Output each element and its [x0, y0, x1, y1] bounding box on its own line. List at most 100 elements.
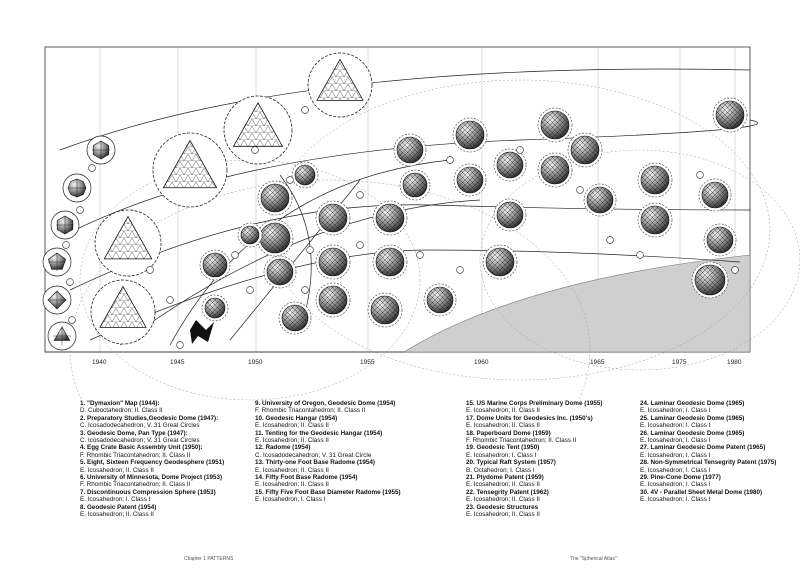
legend-entry: 15. Fifty Five Foot Base Diameter Radome… [255, 489, 415, 504]
legend-entry-title: 13. Thirty-one Foot Base Radome (1954) [255, 459, 376, 467]
legend-entry-title: 5. Eight, Sixteen Frequency Geodesphere … [80, 459, 225, 467]
legend-entry: 6. University of Minnesota, Dome Project… [80, 474, 240, 489]
legend-entry: 10. Geodesic Hangar (1954)E. Icosahedron… [255, 415, 415, 430]
footer-title: The "Spherical Atlas" [570, 556, 617, 562]
legend-entry: 13. Thirty-one Foot Base Radome (1954)E.… [255, 459, 415, 474]
legend-entry-classification: F. Rhombic Triacontahedron; II. Class II [80, 451, 191, 459]
legend-entry-classification: F. Rhombic Triacontahedron; II. Class II [80, 481, 191, 489]
dome-mesh [319, 248, 347, 276]
timeline-node [301, 286, 309, 294]
legend-entry: 9. University of Oregon, Geodesic Dome (… [255, 400, 415, 415]
year-label: 1965 [590, 359, 605, 366]
legend-entry-classification: C. Icosadodecahedron; V. 31 Great Circle… [80, 437, 200, 445]
triangle-grid [232, 101, 284, 147]
dome-mesh [541, 156, 569, 184]
legend-entry-title: 23. Geodesic Structures [466, 503, 539, 511]
dome-mesh [707, 227, 733, 253]
dome-mesh [371, 296, 399, 324]
legend-entry-title: 18. Paperboard Dome (1959) [466, 429, 551, 437]
dome-mesh [241, 226, 259, 244]
dome-mesh [295, 165, 315, 185]
legend-entry-classification: E. Icosahedron; I. Class I [640, 437, 711, 445]
timeline-node [356, 191, 364, 199]
gray-sphere-segment [402, 254, 751, 353]
timeline-node [636, 251, 644, 259]
year-label: 1975 [672, 359, 687, 366]
legend-entry-classification: E. Icosahedron; I. Class I [466, 451, 537, 459]
legend-entry-classification: B. Octahedron; I. Class I [466, 466, 535, 474]
timeline-node [356, 241, 364, 249]
timeline-node [731, 266, 739, 274]
legend-entry-classification: E. Icosahedron; II. Class II [466, 407, 540, 415]
legend-column-4: 24. Laminar Geodesic Dome (1965)E. Icosa… [640, 400, 800, 504]
dome-mesh [702, 182, 728, 208]
legend-entry: 7. Discontinuous Compression Sphere (195… [80, 489, 240, 504]
legend-entry-classification: E. Icosahedron; II. Class II [466, 422, 540, 430]
legend-entry-classification: E. Icosahedron; II. Class II [255, 437, 329, 445]
numbered-nodes [62, 106, 739, 349]
legend-entry-title: 10. Geodesic Hangar (1954) [255, 414, 338, 422]
legend-entry: 12. Radome (1954)C. Icosadodecahedron; V… [255, 444, 415, 459]
legend-entry: 20. Typical Raft System (1957)B. Octahed… [466, 459, 626, 474]
timeline-node [416, 251, 424, 259]
triangle-grid [316, 58, 364, 101]
year-label: 1980 [727, 359, 742, 366]
legend-entry: 25. Laminar Geodesic Dome (1965)E. Icosa… [640, 415, 800, 430]
legend-entry: 19. Geodesic Tent (1950)E. Icosahedron; … [466, 444, 626, 459]
legend-entry-title: 28. Non-Symmetrical Tensegrity Patent (1… [640, 459, 777, 467]
legend-entry-title: 30. 4V - Parallel Sheet Metal Dome (1980… [640, 488, 763, 496]
legend-entry: 5. Eight, Sixteen Frequency Geodesphere … [80, 459, 240, 474]
dome-mesh [486, 248, 514, 276]
year-label: 1945 [170, 359, 185, 366]
timeline-node [301, 106, 309, 114]
legend-entry: 4. Egg Crate Basic Assembly Unit (1950):… [80, 444, 240, 459]
dome-mesh [205, 298, 225, 318]
legend-entry-classification: C. Icosadodecahedron; V. 31 Great Circle [255, 451, 372, 459]
timeline-node [146, 266, 154, 274]
legend-entry-title: 27. Laminar Geodesic Dome Patent (1965) [640, 444, 766, 452]
timeline-node [76, 206, 84, 214]
legend-entry-title: 8. Geodesic Patent (1954) [80, 503, 157, 511]
dome-mesh [319, 204, 347, 232]
legend-entry: 22. Tensegrity Patent (1962)E. Icosahedr… [466, 489, 626, 504]
legend-entry: 11. Tenting for the Geodesic Hangar (195… [255, 430, 415, 445]
legend-entry-classification: D. Cuboctahedron; II. Class II [80, 407, 163, 415]
legend-entry-title: 15. Fifty Five Foot Base Diameter Radome… [255, 488, 401, 496]
triangle-grid-circles [90, 52, 373, 345]
dome-mesh [571, 136, 599, 164]
legend-entry-classification: E. Icosahedron; I. Class I [640, 481, 711, 489]
timeline-node [62, 241, 70, 249]
legend-entry-classification: E. Icosahedron; II. Class II [80, 511, 154, 519]
dome-mesh [456, 121, 484, 149]
triangle-grid [162, 139, 218, 189]
dome-mesh [203, 253, 227, 277]
timeline-node [251, 146, 259, 154]
polyhedra-column [42, 135, 116, 351]
legend-entry: 8. Geodesic Patent (1954)E. Icosahedron;… [80, 504, 240, 519]
legend-entry-classification: E. Icosahedron; I. Class I [640, 422, 711, 430]
legend-entry-title: 22. Tensegrity Patent (1962) [466, 488, 549, 496]
legend-entry-title: 4. Egg Crate Basic Assembly Unit (1950): [80, 444, 203, 452]
legend-entry-classification: E. Icosahedron; II. Class II [255, 481, 329, 489]
legend-entry-title: 7. Discontinuous Compression Sphere (195… [80, 488, 216, 496]
geodesic-domes [190, 97, 748, 344]
legend-entry: 21. Plydome Patent (1959)E. Icosahedron;… [466, 474, 626, 489]
legend-entry-title: 25. Laminar Geodesic Dome (1965) [640, 414, 745, 422]
dome-mesh [376, 248, 404, 276]
dome-mesh [427, 287, 453, 313]
legend-entry-classification: E. Icosahedron; I. Class I [640, 466, 711, 474]
legend-entry: 1. "Dymaxion" Map (1944):D. Cuboctahedro… [80, 400, 240, 415]
timeline-node [696, 171, 704, 179]
legend-entry-title: 29. Pine-Cone Dome (1977) [640, 474, 721, 482]
dome-mesh [457, 167, 483, 193]
timeline-node [88, 164, 96, 172]
legend-entry: 27. Laminar Geodesic Dome Patent (1965)E… [640, 444, 800, 459]
timeline-node [66, 278, 74, 286]
legend-entry-classification: E. Icosahedron; I. Class I [640, 407, 711, 415]
legend-column-2: 9. University of Oregon, Geodesic Dome (… [255, 400, 415, 504]
legend-column-3: 15. US Marine Corps Preliminary Dome (19… [466, 400, 626, 519]
dome-mesh [497, 202, 523, 228]
legend-entry-classification: E. Icosahedron; I. Class I [255, 496, 326, 504]
